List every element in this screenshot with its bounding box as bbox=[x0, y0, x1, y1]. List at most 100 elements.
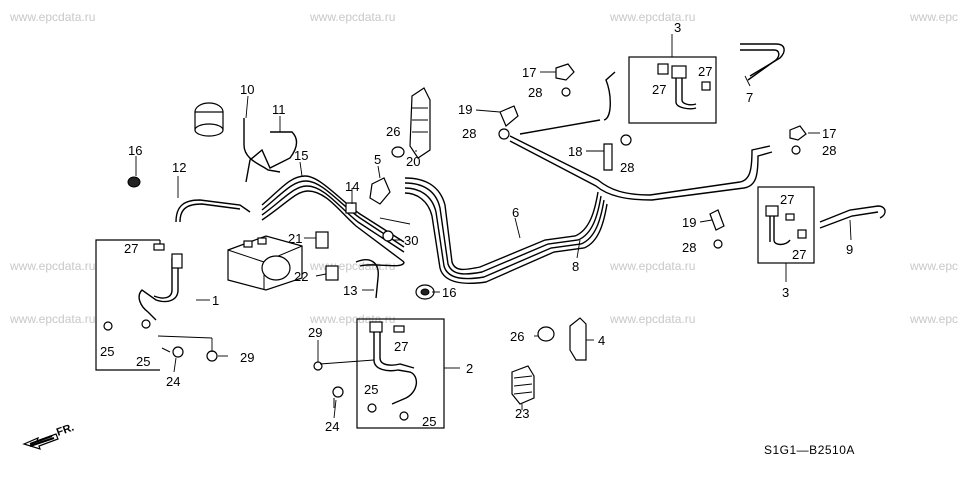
callout-25: 25 bbox=[100, 344, 114, 359]
small-parts bbox=[103, 63, 807, 421]
callout-27: 27 bbox=[394, 339, 408, 354]
bolt-part bbox=[620, 134, 632, 146]
clip-part bbox=[789, 125, 807, 141]
callout-6: 6 bbox=[512, 205, 519, 220]
callout-2: 2 bbox=[466, 361, 473, 376]
reservoir-part bbox=[194, 102, 224, 137]
hose-fitting bbox=[765, 205, 779, 217]
callout-17: 17 bbox=[522, 65, 536, 80]
washer-part bbox=[367, 403, 377, 413]
callout-5: 5 bbox=[374, 152, 381, 167]
callout-29: 29 bbox=[240, 350, 254, 365]
box-assembly-3-top bbox=[628, 56, 717, 124]
hose-fitting bbox=[171, 253, 183, 269]
clip-part bbox=[153, 243, 165, 251]
watermark-partial: www.epc bbox=[909, 10, 958, 24]
grommet-part bbox=[127, 176, 141, 188]
grommet-part bbox=[537, 326, 555, 342]
watermark: www.epcdata.ru bbox=[9, 312, 95, 326]
callout-16: 16 bbox=[442, 285, 456, 300]
box-assembly-2 bbox=[356, 318, 445, 429]
clip-part bbox=[325, 265, 339, 281]
callout-27: 27 bbox=[780, 192, 794, 207]
callout-26: 26 bbox=[386, 124, 400, 139]
bolt-part bbox=[313, 361, 323, 371]
brake-pipe-11 bbox=[245, 131, 298, 183]
bolt-part bbox=[332, 386, 344, 398]
bracket-part bbox=[499, 105, 519, 127]
bolt-part bbox=[172, 346, 184, 358]
callout-25: 25 bbox=[422, 414, 436, 429]
clamp-part bbox=[409, 87, 431, 159]
hose-fitting bbox=[369, 321, 383, 333]
callout-28: 28 bbox=[528, 85, 542, 100]
callout-23: 23 bbox=[515, 406, 529, 421]
clip-part bbox=[345, 202, 357, 214]
callout-29: 29 bbox=[308, 325, 322, 340]
callout-9: 9 bbox=[846, 242, 853, 257]
washer-part bbox=[103, 321, 113, 331]
clip-part bbox=[785, 213, 795, 221]
clip-part bbox=[701, 81, 711, 91]
clip-part bbox=[657, 63, 669, 75]
bolt-part bbox=[713, 239, 723, 249]
callout-3: 3 bbox=[674, 20, 681, 35]
callout-12: 12 bbox=[172, 160, 186, 175]
abs-modulator-unit bbox=[227, 235, 303, 291]
watermark-partial: www.epc bbox=[909, 259, 958, 273]
clip-part bbox=[797, 229, 807, 239]
front-label: FR. bbox=[55, 421, 76, 438]
callout-3: 3 bbox=[782, 285, 789, 300]
brake-pipe-8 bbox=[509, 135, 771, 196]
bolt-part bbox=[382, 230, 394, 242]
callout-10: 10 bbox=[240, 82, 254, 97]
assembly-boxes bbox=[95, 56, 815, 429]
callout-labels: 1 2 3 3 4 5 6 7 8 9 10 11 12 13 14 15 16… bbox=[100, 20, 853, 434]
callout-1: 1 bbox=[212, 293, 219, 308]
brake-pipe-12 bbox=[175, 199, 251, 223]
joint-part bbox=[369, 177, 391, 205]
callout-22: 22 bbox=[294, 269, 308, 284]
callout-27: 27 bbox=[124, 241, 138, 256]
bolt-part bbox=[206, 350, 218, 362]
callout-28: 28 bbox=[620, 160, 634, 175]
callout-30: 30 bbox=[404, 233, 418, 248]
leader-lines bbox=[135, 34, 852, 419]
brake-pipe-bundle bbox=[261, 71, 773, 285]
callout-20: 20 bbox=[406, 154, 420, 169]
hose-fitting bbox=[671, 65, 687, 79]
callout-21: 21 bbox=[288, 231, 302, 246]
watermark: www.epcdata.ru bbox=[609, 10, 695, 24]
callout-18: 18 bbox=[568, 144, 582, 159]
watermark-group: www.epcdata.ru www.epcdata.ru www.epcdat… bbox=[9, 10, 958, 326]
grommet-part bbox=[391, 146, 405, 158]
callout-25: 25 bbox=[364, 382, 378, 397]
bolt-part bbox=[791, 145, 801, 155]
box-assembly-1 bbox=[95, 239, 160, 371]
callout-27: 27 bbox=[698, 64, 712, 79]
front-direction-arrow: FR. bbox=[22, 421, 76, 450]
callout-15: 15 bbox=[294, 148, 308, 163]
bracket-part bbox=[603, 143, 613, 171]
washer-part bbox=[141, 319, 151, 329]
watermark: www.epcdata.ru bbox=[9, 259, 95, 273]
bracket-part bbox=[315, 231, 329, 249]
callout-26: 26 bbox=[510, 329, 524, 344]
callout-13: 13 bbox=[343, 283, 357, 298]
brake-pipe-6 bbox=[404, 177, 599, 271]
callout-16: 16 bbox=[128, 143, 142, 158]
watermark: www.epcdata.ru bbox=[609, 259, 695, 273]
callout-14: 14 bbox=[345, 179, 359, 194]
callout-7: 7 bbox=[746, 90, 753, 105]
brake-pipe-10 bbox=[243, 118, 281, 173]
callout-27: 27 bbox=[792, 247, 806, 262]
callout-8: 8 bbox=[572, 259, 579, 274]
brake-hose-7 bbox=[740, 43, 785, 77]
diagram-code: S1G1—B2510A bbox=[764, 443, 855, 457]
brake-hose-2 bbox=[373, 328, 417, 405]
callout-17: 17 bbox=[822, 126, 836, 141]
bracket-part bbox=[569, 317, 587, 361]
callout-28: 28 bbox=[462, 126, 476, 141]
watermark-partial: www.epc bbox=[909, 312, 958, 326]
